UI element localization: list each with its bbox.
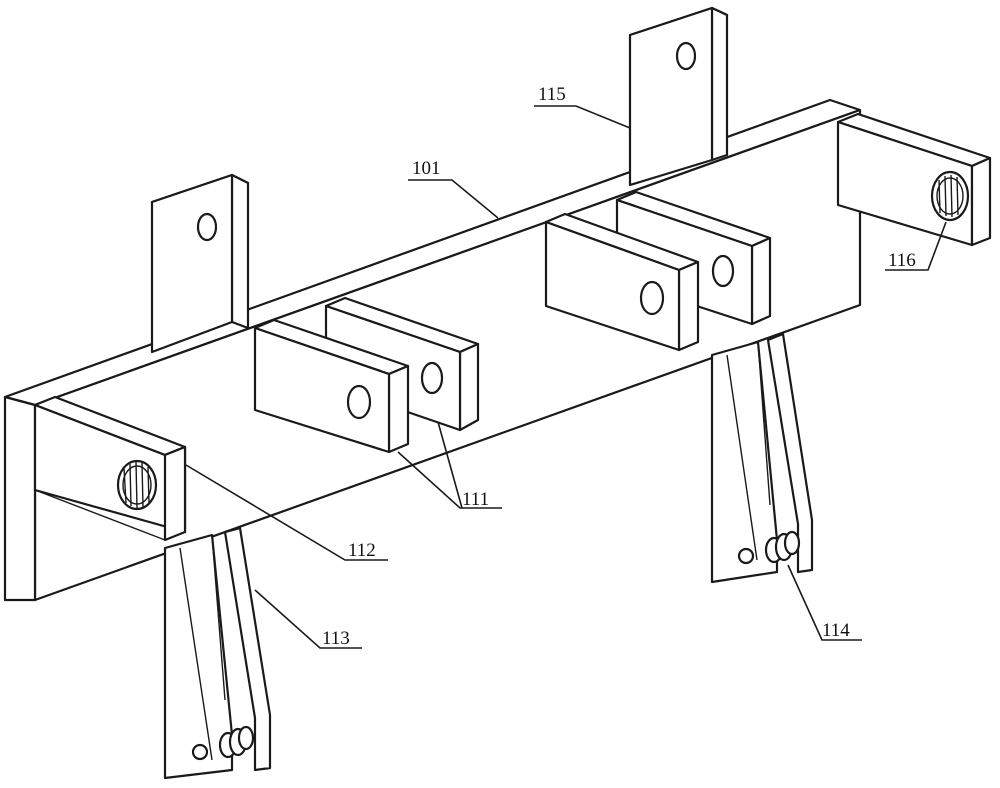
label-101: 101 — [412, 158, 441, 179]
label-114: 114 — [822, 620, 850, 641]
leader-101 — [408, 179, 499, 219]
left-end-bracket — [33, 395, 187, 542]
right-tab-hole — [675, 41, 697, 71]
label-115: 115 — [538, 84, 566, 105]
leader-114 — [787, 564, 862, 641]
leader-113 — [254, 589, 362, 649]
leader-111b — [437, 421, 463, 509]
leader-116 — [885, 221, 947, 271]
left-mount-tab — [150, 173, 250, 354]
label-113: 113 — [322, 628, 350, 649]
label-116: 116 — [888, 250, 916, 271]
label-112: 112 — [348, 540, 376, 561]
right-swing-arm — [710, 332, 814, 584]
leader-115 — [534, 105, 631, 129]
left-swing-arm — [163, 526, 272, 780]
left-tab-hole — [196, 212, 218, 242]
leader-111a — [397, 451, 502, 509]
left-spline — [123, 461, 150, 509]
leader-lines — [185, 105, 947, 649]
left-hinge-plates — [253, 296, 480, 454]
right-mount-tab — [628, 6, 729, 187]
right-spline — [938, 174, 959, 218]
right-hinge-plates — [544, 190, 772, 352]
right-end-bracket — [836, 112, 992, 247]
leader-112 — [185, 464, 388, 561]
label-111: 111 — [462, 489, 489, 510]
